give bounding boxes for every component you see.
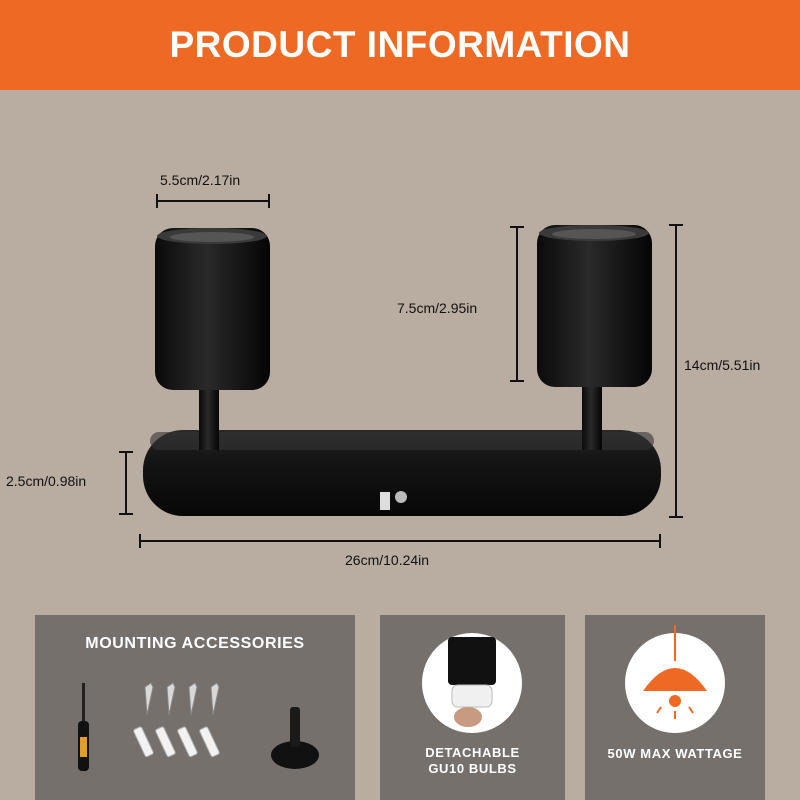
dimension-line-shade-width bbox=[156, 200, 270, 202]
bulbs-caption-line1: DETACHABLE bbox=[425, 745, 520, 760]
screwdriver-icon bbox=[78, 683, 89, 771]
right-spotlight bbox=[537, 225, 652, 387]
bulbs-caption: DETACHABLE GU10 BULBS bbox=[380, 745, 565, 777]
dimension-line-base-length bbox=[139, 540, 661, 542]
wattage-caption: 50W MAX WATTAGE bbox=[607, 746, 743, 761]
page-title: PRODUCT INFORMATION bbox=[169, 24, 631, 65]
base-length-label: 26cm/10.24in bbox=[345, 552, 430, 568]
left-spotlight bbox=[155, 228, 270, 390]
wattage-panel: 50W MAX WATTAGE bbox=[585, 615, 765, 800]
total-height-label: 14cm/5.51in bbox=[684, 357, 761, 373]
shade-width-label: 5.5cm/2.17in bbox=[160, 172, 241, 188]
mounting-cap-icon bbox=[271, 707, 319, 769]
wattage-image bbox=[625, 625, 725, 733]
base-height-label: 2.5cm/0.98in bbox=[6, 473, 87, 489]
accessories-image bbox=[78, 682, 319, 771]
product-image bbox=[143, 225, 661, 516]
accessories-panel: MOUNTING ACCESSORIES bbox=[35, 615, 355, 800]
bulb-closeup-image bbox=[422, 633, 522, 733]
shade-height-label: 7.5cm/2.95in bbox=[397, 300, 478, 316]
lamp-icon bbox=[643, 625, 707, 719]
dimension-line-base-height bbox=[125, 451, 127, 515]
dimension-line-total-height bbox=[675, 224, 677, 518]
lamp-base bbox=[143, 430, 661, 516]
wall-anchors-icon bbox=[133, 726, 220, 758]
dimension-line-shade-height bbox=[516, 226, 518, 382]
bulbs-panel: DETACHABLE GU10 BULBS bbox=[380, 615, 565, 800]
accessories-title: MOUNTING ACCESSORIES bbox=[85, 635, 305, 652]
screws-icon bbox=[144, 682, 220, 716]
bulbs-caption-line2: GU10 BULBS bbox=[428, 761, 517, 776]
header-banner: PRODUCT INFORMATION bbox=[0, 0, 800, 90]
